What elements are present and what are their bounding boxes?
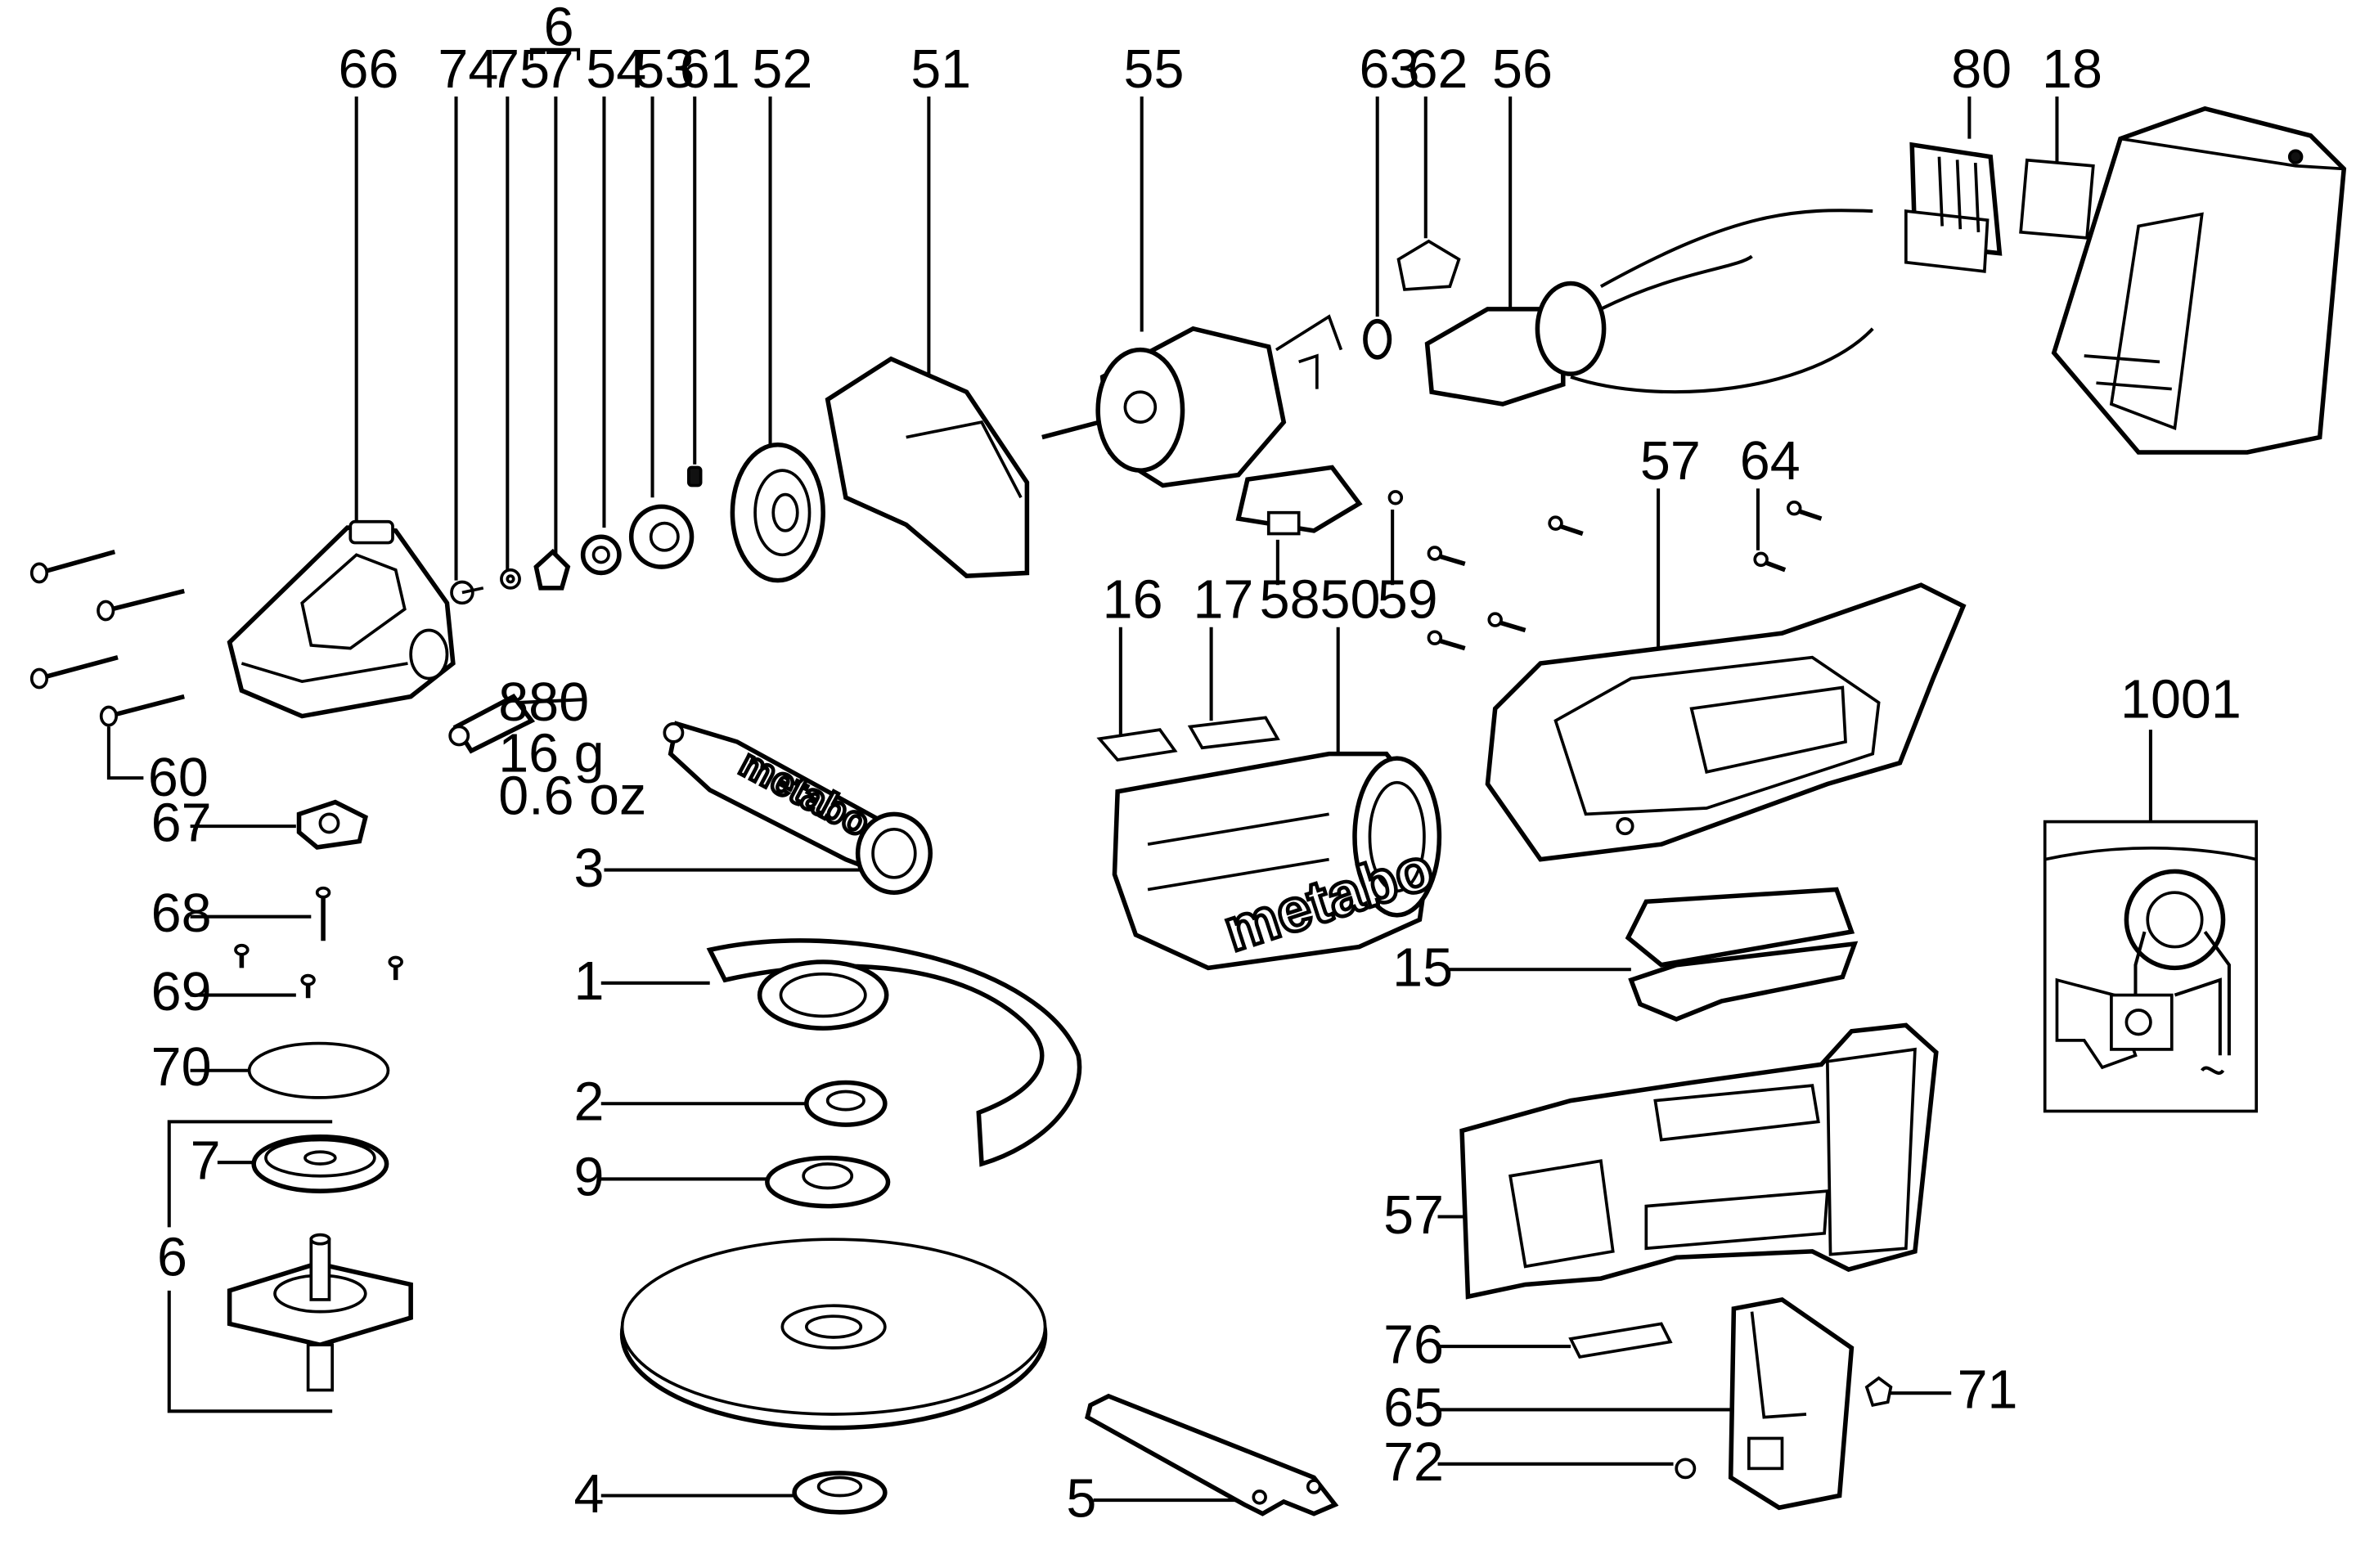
label-17[interactable]: 17 xyxy=(1193,570,1253,631)
label-68[interactable]: 68 xyxy=(151,883,212,944)
spindle-assembly-6 xyxy=(227,1233,413,1392)
label-64[interactable]: 64 xyxy=(1740,431,1801,492)
label-60[interactable]: 60 xyxy=(148,748,209,808)
label-strip-16 xyxy=(1096,728,1178,762)
clamping-flange-9 xyxy=(765,1155,891,1209)
label-9[interactable]: 9 xyxy=(574,1148,605,1208)
support-flange-4 xyxy=(792,1471,888,1515)
label-1[interactable]: 1 xyxy=(574,951,605,1012)
battery-foot-65 xyxy=(1728,1296,1855,1511)
screws-60 xyxy=(29,549,185,727)
label-61[interactable]: 61 xyxy=(680,39,740,100)
bracket-58 xyxy=(1235,465,1363,536)
label-70[interactable]: 70 xyxy=(151,1037,212,1098)
spanner-5 xyxy=(1085,1393,1339,1516)
label-52[interactable]: 52 xyxy=(752,39,812,100)
label-strip-17 xyxy=(1187,716,1280,750)
label-63[interactable]: 63 xyxy=(1360,39,1420,100)
label-6[interactable]: 6 xyxy=(157,1227,187,1287)
label-53[interactable]: 53 xyxy=(634,39,695,100)
label-strip-76 xyxy=(1568,1322,1673,1359)
wheel-guard-1 xyxy=(706,938,1082,1167)
grease-mass-oz: 0.6 oz xyxy=(498,766,646,826)
side-handle-3 xyxy=(663,721,933,895)
label-54[interactable]: 54 xyxy=(586,39,646,100)
label-57-lower[interactable]: 57 xyxy=(1383,1185,1444,1246)
motor-55 xyxy=(1041,314,1343,488)
label-5[interactable]: 5 xyxy=(1066,1468,1096,1529)
label-74[interactable]: 74 xyxy=(438,39,498,100)
label-69[interactable]: 69 xyxy=(151,962,212,1022)
screw-68 xyxy=(315,886,331,941)
screws-64 xyxy=(1427,500,1823,651)
label-18[interactable]: 18 xyxy=(2042,39,2102,100)
label-4[interactable]: 4 xyxy=(574,1464,605,1525)
label-67[interactable]: 67 xyxy=(151,793,212,854)
label-3[interactable]: 3 xyxy=(574,838,605,899)
switch-15 xyxy=(1625,887,1859,1022)
flange-nut-2 xyxy=(804,1080,888,1127)
label-71[interactable]: 71 xyxy=(1958,1360,2018,1421)
screws-69 xyxy=(234,943,403,999)
housing-half-57-upper xyxy=(1485,582,1967,862)
screw-59 xyxy=(1387,490,1404,505)
gear-housing-66 xyxy=(227,519,456,719)
bevel-gear-7 xyxy=(251,1134,389,1193)
label-72[interactable]: 72 xyxy=(1383,1432,1444,1493)
label-56[interactable]: 56 xyxy=(1492,39,1553,100)
label-51[interactable]: 51 xyxy=(910,39,971,100)
electronics-63-62-56 xyxy=(1363,209,1874,407)
screw-72 xyxy=(1675,1458,1697,1480)
label-55[interactable]: 55 xyxy=(1124,39,1185,100)
label-15[interactable]: 15 xyxy=(1392,938,1453,999)
label-76[interactable]: 76 xyxy=(1383,1314,1444,1375)
battery-pack xyxy=(2051,106,2347,455)
label-50[interactable]: 50 xyxy=(1320,570,1381,631)
label-58[interactable]: 58 xyxy=(1260,570,1320,631)
label-plate-18 xyxy=(2019,158,2095,240)
label-7-top[interactable]: 7 xyxy=(544,39,574,100)
fan-52 xyxy=(730,442,825,583)
nut-71 xyxy=(1864,1376,1893,1408)
label-1001[interactable]: 1001 xyxy=(2120,669,2241,730)
motor-housing-50 xyxy=(1112,751,1442,971)
grease-code: 880 xyxy=(498,672,589,733)
housing-half-57-lower xyxy=(1459,1022,1939,1300)
wiring-detail-1001 xyxy=(2043,820,2258,1113)
label-2[interactable]: 2 xyxy=(574,1072,605,1133)
label-16[interactable]: 16 xyxy=(1103,570,1163,631)
grinding-disc xyxy=(619,1238,1048,1431)
nut-67 xyxy=(296,799,368,850)
grease-mass-g: 16 g xyxy=(498,724,604,784)
label-57-upper[interactable]: 57 xyxy=(1640,431,1701,492)
air-guide-51 xyxy=(825,356,1030,578)
label-59[interactable]: 59 xyxy=(1378,570,1438,631)
label-65[interactable]: 65 xyxy=(1383,1378,1444,1439)
label-62[interactable]: 62 xyxy=(1408,39,1468,100)
label-66[interactable]: 66 xyxy=(339,39,399,100)
label-6-top[interactable]: 6 xyxy=(544,0,574,57)
grease-tube xyxy=(448,694,583,754)
small-pinion-parts xyxy=(450,465,703,605)
o-ring-70 xyxy=(247,1041,390,1099)
label-7[interactable]: 7 xyxy=(191,1130,221,1191)
terminal-80 xyxy=(1904,142,2003,273)
label-80[interactable]: 80 xyxy=(1951,39,2012,100)
